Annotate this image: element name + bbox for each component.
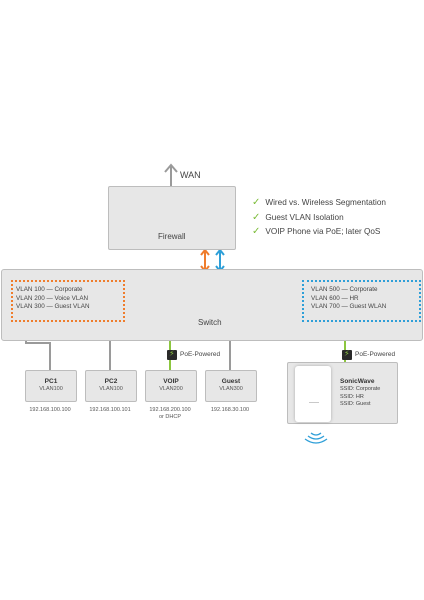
device-vlan: VLAN300 xyxy=(219,386,243,392)
check-icon: ✓ xyxy=(252,226,261,237)
switch-label: Switch xyxy=(198,318,222,327)
device-ip-alt: or DHCP xyxy=(158,414,181,420)
device-ip: 192.168.200.100 xyxy=(149,407,191,413)
device-pc2: PC2 VLAN100 xyxy=(85,370,137,402)
firewall-switch-orange-link xyxy=(200,248,210,273)
device-vlan: VLAN100 xyxy=(99,386,123,392)
device-name: Guest xyxy=(221,378,241,385)
poe-icon: ⚡ xyxy=(167,349,177,360)
sonicwave-name: SonicWave xyxy=(340,378,375,385)
device-vlan: VLAN100 xyxy=(39,386,63,392)
check-icon: ✓ xyxy=(252,197,261,208)
ssid-item: SSID: Corporate xyxy=(340,386,381,392)
ssid-item: SSID: HR xyxy=(340,393,364,400)
device-vlan: VLAN200 xyxy=(159,386,183,392)
poe-icon: ⚡ xyxy=(342,349,352,360)
device-pc1: PC1 VLAN100 xyxy=(25,370,77,402)
wifi-signal-icon xyxy=(304,432,328,444)
device-ip: 192.168.30.100 xyxy=(210,407,250,413)
device-name: PC2 xyxy=(104,378,118,385)
vlan-item: VLAN 100 — Corporate xyxy=(16,286,83,293)
device-guest: Guest VLAN300 xyxy=(205,370,257,402)
firewall-box xyxy=(108,186,236,250)
check-icon: ✓ xyxy=(252,211,261,223)
vlan-item: VLAN 200 — Voice VLAN xyxy=(16,294,89,302)
firewall-switch-blue-link xyxy=(215,248,225,273)
device-ip: 192.168.100.100 xyxy=(29,407,71,413)
feature-list: ✓Wired vs. Wireless Segmentation ✓Guest … xyxy=(252,196,386,240)
vlan-item: VLAN 500 — Corporate xyxy=(311,286,378,293)
feature-item: ✓Guest VLAN Isolation xyxy=(252,211,344,223)
voip-poe-label: PoE-Powered xyxy=(180,351,221,358)
feature-item: ✓VOIP Phone via PoE; later QoS xyxy=(252,226,381,237)
device-name: VOIP xyxy=(163,378,179,385)
device-voip: VOIP VLAN200 xyxy=(145,370,197,402)
wired-vlan-group: VLAN 100 — Corporate VLAN 200 — Voice VL… xyxy=(11,280,125,322)
vlan-item: VLAN 700 — Guest WLAN xyxy=(311,303,387,310)
ssid-item: SSID: Guest xyxy=(340,401,371,407)
device-ip: 192.168.100.101 xyxy=(89,407,131,413)
vlan-item: VLAN 600 — HR xyxy=(311,294,359,302)
feature-item: ✓Wired vs. Wireless Segmentation xyxy=(252,197,386,208)
firewall-label: Firewall xyxy=(158,232,186,241)
wan-label: WAN xyxy=(180,170,201,180)
sonicwave-poe-label: PoE-Powered xyxy=(355,351,396,358)
vlan-item: VLAN 300 — Guest VLAN xyxy=(16,303,90,310)
sonicwave-details: SonicWave SSID: Corporate SSID: HR SSID:… xyxy=(340,377,380,409)
wan-arrow xyxy=(164,163,178,186)
access-point-image xyxy=(295,366,331,422)
device-name: PC1 xyxy=(44,378,58,385)
wireless-vlan-group: VLAN 500 — Corporate VLAN 600 — HR VLAN … xyxy=(302,280,421,322)
